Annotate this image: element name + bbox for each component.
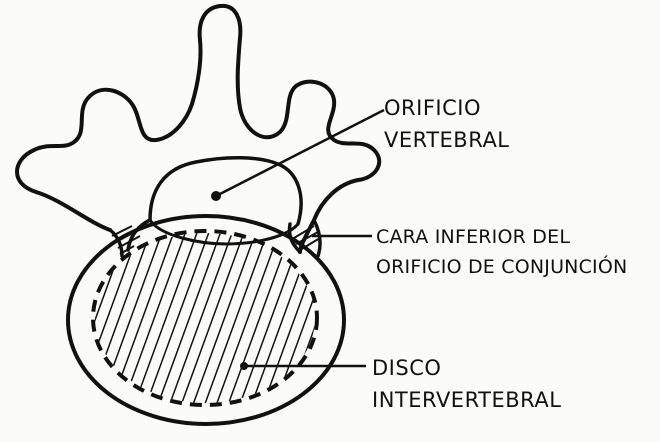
label-orificio-vertebral: ORIFICIO VERTEBRAL [384, 92, 510, 156]
intervertebral-disc [93, 231, 317, 405]
label-orificio-vertebral-line1: ORIFICIO [384, 92, 510, 124]
label-cara-inferior-line2: ORIFICIO DE CONJUNCIÓN [376, 252, 627, 282]
label-orificio-vertebral-line2: VERTEBRAL [384, 124, 510, 156]
label-disco-line1: DISCO [372, 352, 561, 384]
label-cara-inferior: CARA INFERIOR DEL ORIFICIO DE CONJUNCIÓN [376, 222, 627, 282]
label-disco-intervertebral: DISCO INTERVERTEBRAL [372, 352, 561, 416]
label-disco-line2: INTERVERTEBRAL [372, 384, 561, 416]
label-cara-inferior-line1: CARA INFERIOR DEL [376, 222, 627, 252]
